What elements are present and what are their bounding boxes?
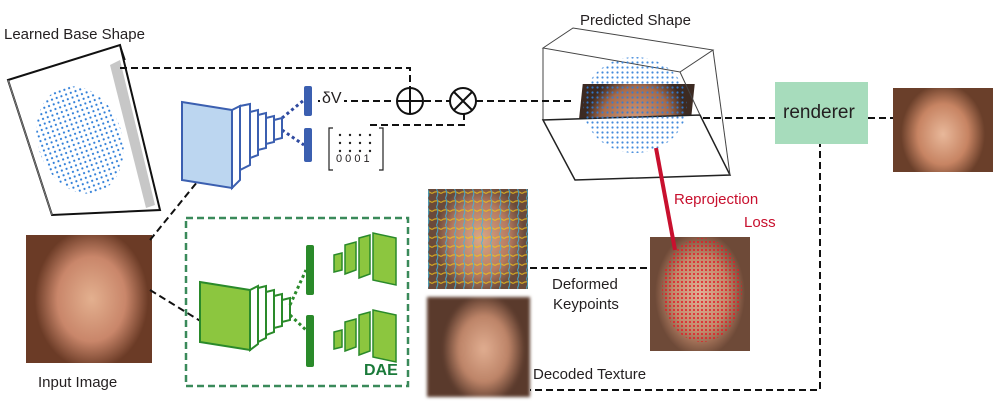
- dae-fanout: [288, 269, 308, 332]
- dae-label: DAE: [364, 362, 398, 379]
- reprojection-link: [654, 147, 677, 251]
- latent-bar-pose: [304, 128, 312, 162]
- reprojection-loss-label-1: Reprojection: [674, 191, 759, 208]
- multiply-operator: [449, 87, 477, 115]
- matrix-bottom-row-label: 0 0 0 1: [336, 153, 370, 165]
- input-image: [26, 235, 152, 363]
- decoded-texture-image: [427, 297, 530, 397]
- deformed-keypoints-label-1: Deformed: [552, 276, 618, 293]
- input-image-label: Input Image: [38, 374, 118, 391]
- dashed-connectors: [120, 67, 893, 391]
- plus-operator: [396, 87, 424, 115]
- encoder-fanout: [281, 98, 305, 147]
- base-shape-box: [6, 43, 162, 217]
- rendered-output-image: [893, 88, 993, 172]
- dae-encoder: [199, 280, 291, 352]
- deformed-keypoints-label-2: Keypoints: [553, 296, 619, 313]
- dae-decoder-top: [333, 232, 397, 286]
- dae-latent-bottom: [306, 315, 314, 367]
- delta-v-label: δV: [320, 90, 344, 108]
- renderer-label: renderer: [783, 102, 855, 123]
- pose-matrix: [328, 127, 384, 171]
- reprojection-points: [662, 238, 742, 342]
- renderer-box: [775, 82, 868, 144]
- decoded-texture-label: Decoded Texture: [533, 366, 647, 383]
- dae-latent-top: [306, 245, 314, 295]
- reprojection-loss-label-2: Loss: [744, 214, 776, 231]
- deformed-keypoints-mesh: [428, 189, 528, 289]
- predicted-shape-box: [541, 27, 732, 181]
- encoder-network: [181, 100, 283, 191]
- dae-decoder-bottom: [333, 309, 397, 363]
- dae-box: [184, 216, 410, 388]
- latent-bar-delta: [304, 86, 312, 116]
- learned-base-shape-label: Learned Base Shape: [4, 26, 145, 43]
- predicted-shape-label: Predicted Shape: [580, 12, 691, 29]
